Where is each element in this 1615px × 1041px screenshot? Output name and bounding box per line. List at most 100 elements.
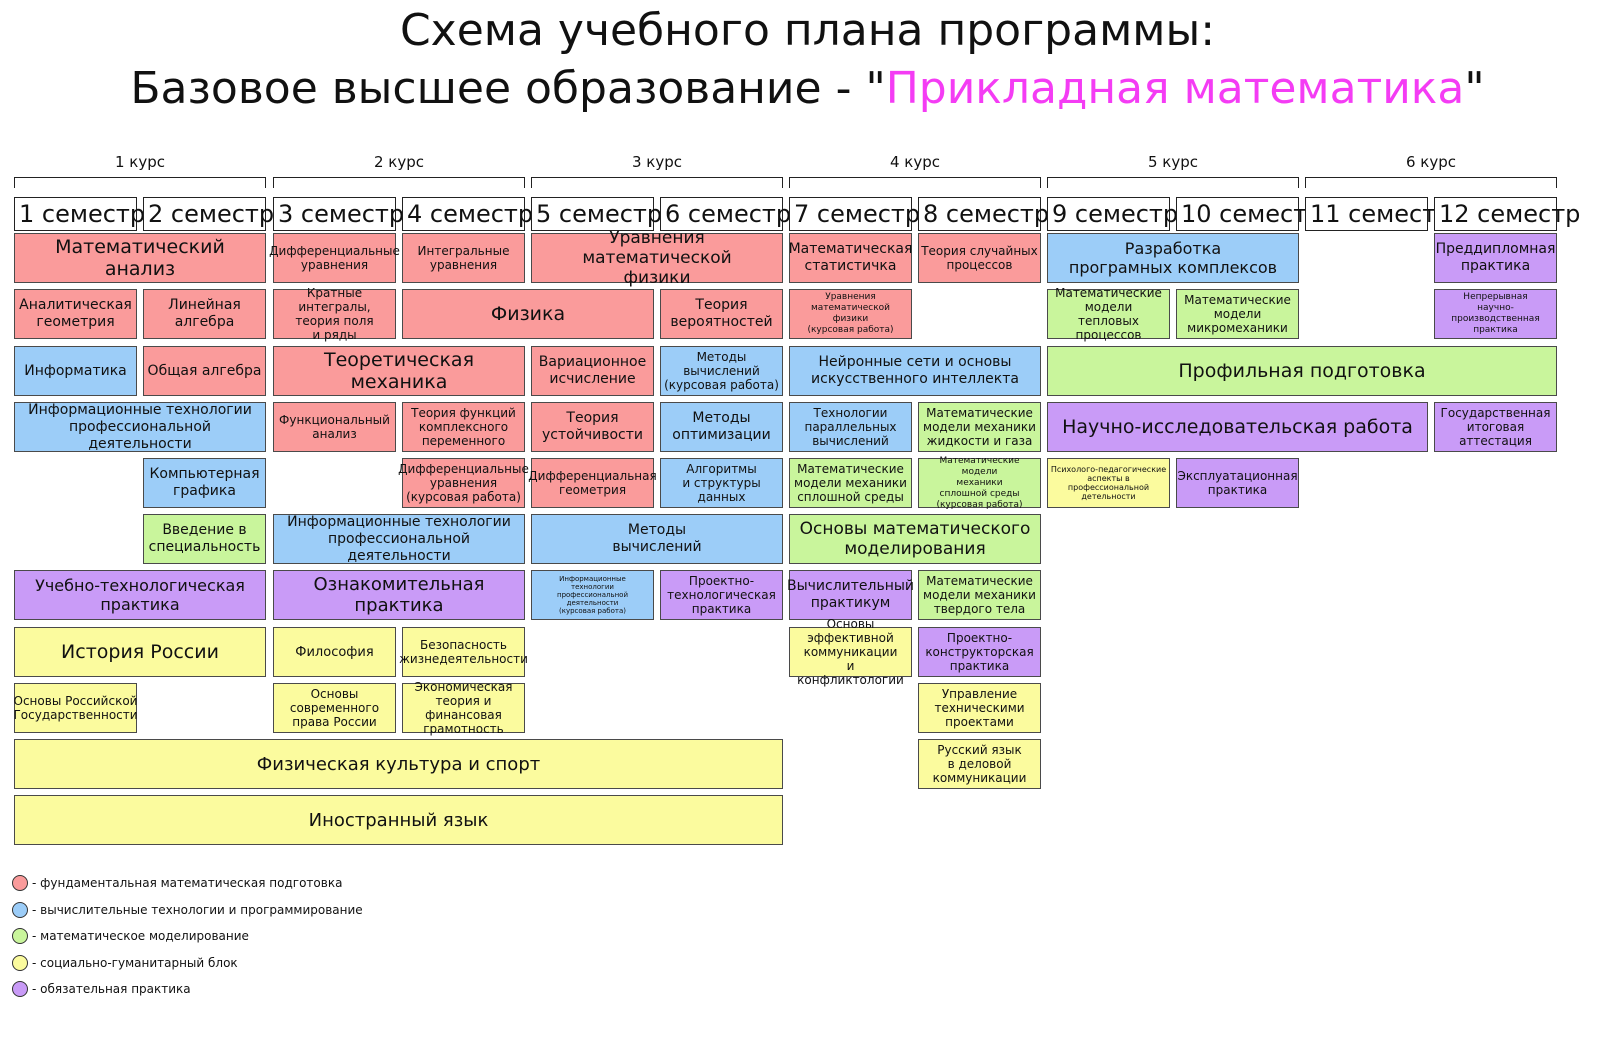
course-box: Информационные технологии профессиональн… [273,514,525,564]
course-box: Основы эффективной коммуникации и конфли… [789,617,912,687]
legend-color-swatch [12,955,28,971]
year-header: 1 курс [14,153,266,188]
year-header: 3 курс [531,153,783,188]
course-box: История России [14,627,266,677]
course-box: Теоретическая механика [273,346,525,396]
course-box: Эксплуатационная практика [1176,458,1299,508]
legend-label: - социально-гуманитарный блок [32,956,238,970]
legend-color-swatch [12,981,28,997]
semester-header: 2 семестр [143,197,274,231]
semester-header: 12 семестр [1434,197,1580,231]
year-header: 6 курс [1305,153,1557,188]
course-box: Алгоритмы и структуры данных [660,458,783,508]
course-box: Непрерывная научно-производственная прак… [1434,289,1557,339]
course-box: Экономическая теория и финансовая грамот… [402,680,525,736]
course-box: Теория вероятностей [660,289,783,339]
course-box: Разработка програмных комплексов [1047,233,1299,283]
course-box: Ознакомительная практика [273,570,525,620]
course-box: Научно-исследовательская работа [1047,402,1428,452]
legend-color-swatch [12,875,28,891]
semester-header: 10 семестр [1176,197,1322,231]
year-label: 1 курс [114,153,166,171]
course-box: Основы современного права России [273,683,396,733]
course-box: Математический анализ [14,233,266,283]
course-box: Вычислительный практикум [787,570,914,620]
legend-item: - математическое моделирование [12,926,249,946]
course-box: Управление техническими проектами [918,683,1041,733]
course-box: Теория случайных процессов [918,233,1041,283]
semester-header: 6 семестр [660,197,791,231]
semester-header: 5 семестр [531,197,662,231]
course-box: Кратные интегралы, теория поля и ряды [273,286,396,342]
course-box: Философия [273,627,396,677]
course-box: Математические модели механики сплошной … [789,458,912,508]
course-box: Аналитическая геометрия [14,289,137,339]
course-box: Вариационное исчисление [531,346,654,396]
legend-item: - вычислительные технологии и программир… [12,900,363,920]
course-box: Учебно-технологическая практика [14,570,266,620]
legend-label: - обязательная практика [32,982,191,996]
semester-header: 7 семестр [789,197,920,231]
legend-color-swatch [12,928,28,944]
legend-item: - социально-гуманитарный блок [12,953,238,973]
legend-label: - математическое моделирование [32,929,249,943]
semester-header: 11 семестр [1305,197,1451,231]
semester-header: 8 семестр [918,197,1049,231]
course-box: Дифференциальные уравнения (курсовая раб… [398,458,529,508]
page-title: Схема учебного плана программы: [399,5,1216,56]
course-box: Методы вычислений [531,514,783,564]
year-label: 6 курс [1405,153,1457,171]
year-label: 3 курс [631,153,683,171]
year-bracket [1305,177,1557,188]
course-box: Уравнения математической физики [531,228,783,288]
year-bracket [531,177,783,188]
course-box: Информатика [14,346,137,396]
course-box: Основы математического моделирования [789,514,1041,564]
year-header: 4 курс [789,153,1041,188]
course-box: Линейная алгебра [143,289,266,339]
course-box: Компьютерная графика [143,458,266,508]
course-box: Проектно- конструкторская практика [918,627,1041,677]
legend-item: - фундаментальная математическая подгото… [12,873,342,893]
course-box: Математические модели механики твердого … [918,570,1041,620]
subtitle-suffix: " [1464,63,1485,114]
year-label: 2 курс [373,153,425,171]
program-name: Прикладная математика [885,63,1465,114]
year-label: 4 курс [889,153,941,171]
course-box: Физическая культура и спорт [14,739,783,789]
course-box: Методы оптимизации [660,402,783,452]
legend-label: - вычислительные технологии и программир… [32,903,363,917]
course-box: Информационные технологии профессиональн… [531,570,654,620]
course-box: Государственная итоговая аттестация [1434,402,1557,452]
semester-header: 3 семестр [273,197,404,231]
course-box: Дифференциальные уравнения [269,233,400,283]
course-box: Нейронные сети и основы искусственного и… [789,346,1041,396]
course-box: Иностранный язык [14,795,783,845]
course-box: Информационные технологии профессиональн… [14,402,266,452]
course-box: Физика [402,289,654,339]
semester-header: 9 семестр [1047,197,1178,231]
year-label: 5 курс [1147,153,1199,171]
course-box: Теория устойчивости [531,402,654,452]
year-bracket [789,177,1041,188]
year-header: 2 курс [273,153,525,188]
course-box: Интегральные уравнения [402,233,525,283]
course-box: Теория функций комплексного переменного [402,402,525,452]
course-box: Уравнения математической физики (курсова… [789,289,912,339]
course-box: Технологии параллельных вычислений [789,402,912,452]
legend-label: - фундаментальная математическая подгото… [32,876,343,890]
course-box: Дифференциальная геометрия [528,458,657,508]
semester-header: 4 семестр [402,197,533,231]
course-box: Введение в специальность [143,514,266,564]
page-subtitle: Базовое высшее образование - "Прикладная… [0,60,1615,118]
course-box: Основы Российской Государственности [13,683,138,733]
course-box: Профильная подготовка [1047,346,1557,396]
course-box: Математические модели механики сплошной … [918,456,1041,510]
course-box: Психолого-педагогические аспекты в профе… [1047,458,1170,508]
course-box: Общая алгебра [143,346,266,396]
year-bracket [273,177,525,188]
course-box: Безопасность жизнедеятельности [399,627,528,677]
course-box: Функциональный анализ [273,402,396,452]
course-box: Преддипломная практика [1434,233,1557,283]
legend-color-swatch [12,902,28,918]
